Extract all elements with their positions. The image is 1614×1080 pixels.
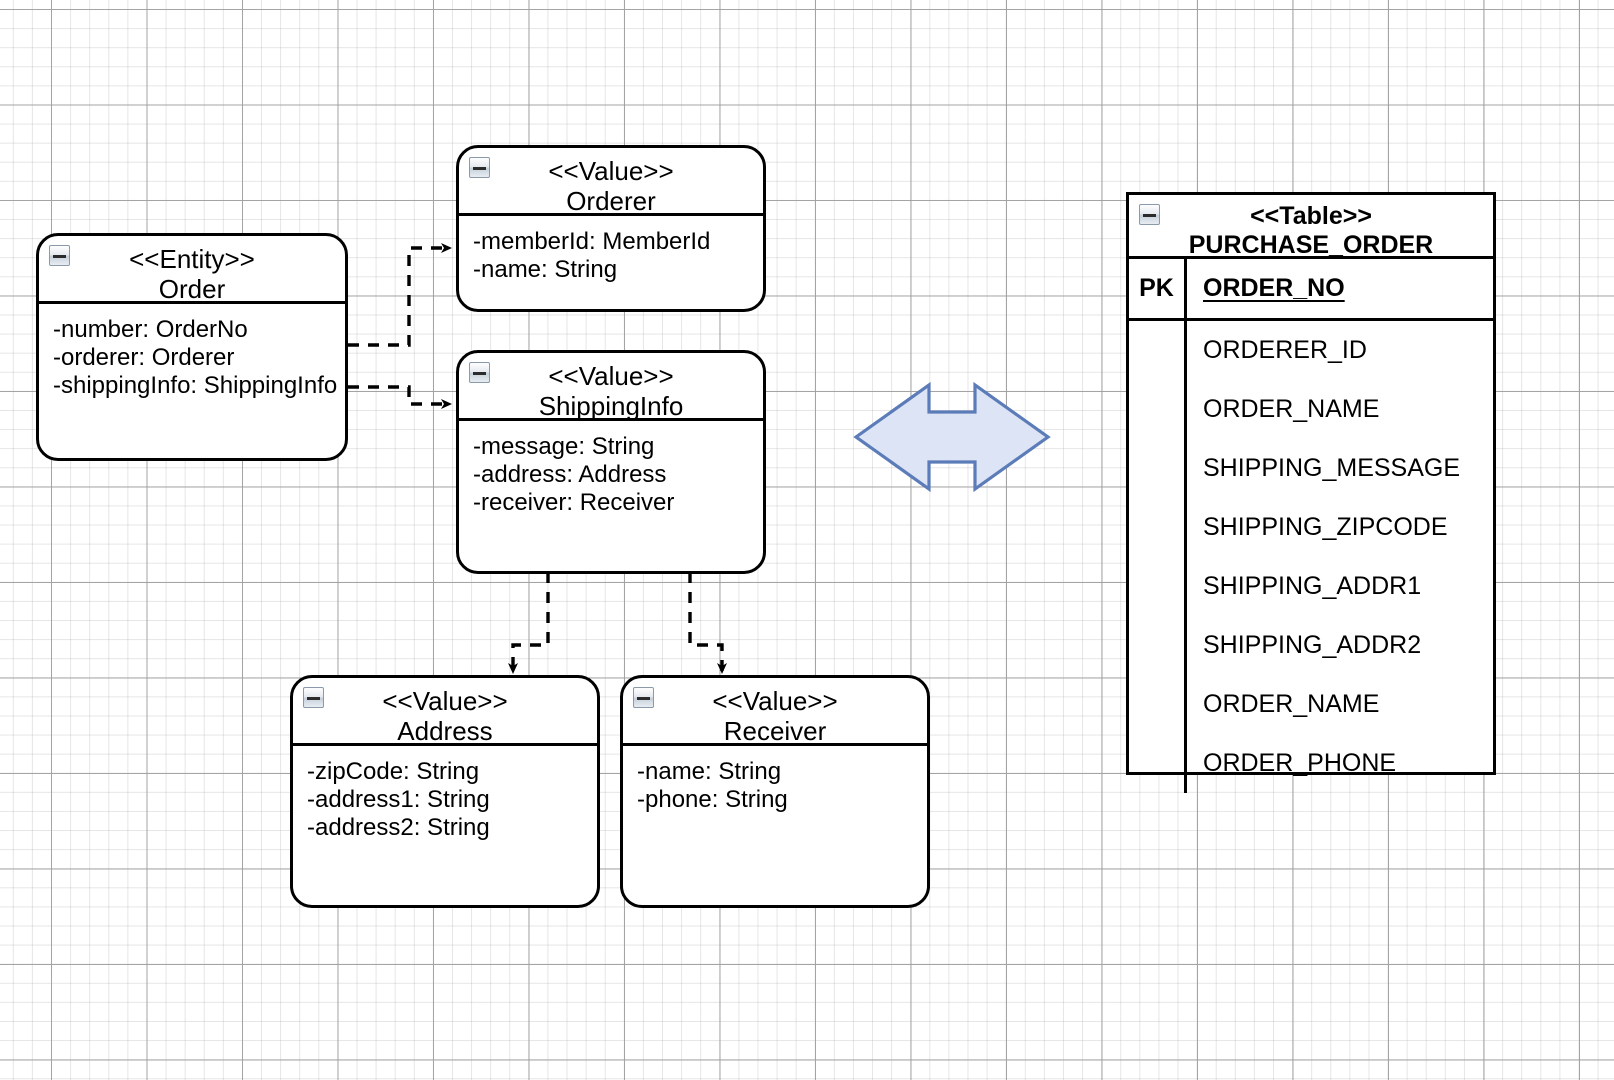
minus-icon[interactable] bbox=[469, 362, 490, 383]
erd-column-name: SHIPPING_ADDR1 bbox=[1203, 572, 1422, 600]
erd-table-row[interactable]: ORDER_NAME bbox=[1129, 380, 1493, 439]
uml-class-orderer-name: Orderer bbox=[566, 186, 656, 217]
erd-column-name: SHIPPING_ADDR2 bbox=[1203, 631, 1422, 659]
uml-class-receiver-name: Receiver bbox=[723, 716, 827, 747]
erd-key-label bbox=[1129, 380, 1187, 439]
erd-key-label bbox=[1129, 321, 1187, 380]
erd-column-name: SHIPPING_MESSAGE bbox=[1203, 454, 1461, 482]
uml-class-shippinginfo-attributes: -message: String -address: Address -rece… bbox=[459, 421, 763, 517]
erd-table-row[interactable]: SHIPPING_ZIPCODE bbox=[1129, 498, 1493, 557]
uml-attribute: -number: OrderNo bbox=[53, 316, 248, 343]
uml-class-orderer-header: <<Value>> Orderer bbox=[459, 148, 763, 216]
uml-attribute: -receiver: Receiver bbox=[473, 489, 675, 517]
erd-column-name: ORDER_NAME bbox=[1203, 690, 1380, 718]
uml-attribute: -memberId: MemberId bbox=[473, 228, 711, 255]
uml-class-orderer-stereotype: <<Value>> bbox=[548, 156, 674, 186]
erd-table-header: <<Table>> PURCHASE_ORDER bbox=[1129, 195, 1493, 259]
uml-class-receiver-stereotype: <<Value>> bbox=[712, 686, 838, 716]
erd-column-name: ORDER_NAME bbox=[1203, 395, 1380, 423]
erd-key-label bbox=[1129, 557, 1187, 616]
uml-class-order-name: Order bbox=[158, 274, 226, 305]
minus-icon[interactable] bbox=[49, 245, 70, 266]
double-headed-arrow-icon bbox=[853, 381, 1051, 493]
erd-key-label bbox=[1129, 734, 1187, 793]
uml-class-address-attributes: -zipCode: String -address1: String -addr… bbox=[293, 746, 597, 842]
uml-attribute: -name: String bbox=[473, 256, 618, 284]
uml-attribute: -zipCode: String bbox=[307, 758, 480, 785]
erd-table-row[interactable]: ORDERER_ID bbox=[1129, 321, 1493, 380]
erd-column-name: SHIPPING_ZIPCODE bbox=[1203, 513, 1448, 541]
minus-icon[interactable] bbox=[633, 687, 654, 708]
uml-class-address[interactable]: <<Value>> Address -zipCode: String -addr… bbox=[290, 675, 600, 908]
erd-key-label bbox=[1129, 439, 1187, 498]
connector-shippinginfo-to-address bbox=[508, 572, 550, 674]
uml-class-shippinginfo[interactable]: <<Value>> ShippingInfo -message: String … bbox=[456, 350, 766, 574]
connector-order-to-orderer bbox=[348, 243, 452, 347]
uml-attribute: -name: String bbox=[637, 758, 782, 785]
erd-table-row[interactable]: SHIPPING_MESSAGE bbox=[1129, 439, 1493, 498]
uml-attribute: -address1: String bbox=[307, 786, 490, 814]
uml-attribute: -orderer: Orderer bbox=[53, 344, 235, 372]
erd-key-label bbox=[1129, 675, 1187, 734]
uml-class-order-attributes: -number: OrderNo -orderer: Orderer -ship… bbox=[39, 304, 345, 400]
erd-table-purchase-order[interactable]: <<Table>> PURCHASE_ORDER PK ORDER_NO ORD… bbox=[1126, 192, 1496, 793]
erd-key-label: PK bbox=[1129, 259, 1187, 318]
uml-class-address-name: Address bbox=[397, 716, 493, 747]
uml-class-receiver-header: <<Value>> Receiver bbox=[623, 678, 927, 746]
uml-class-address-header: <<Value>> Address bbox=[293, 678, 597, 746]
erd-table-row[interactable]: ORDER_NAME bbox=[1129, 675, 1493, 734]
minus-icon[interactable] bbox=[303, 687, 324, 708]
uml-class-order-header: <<Entity>> Order bbox=[39, 236, 345, 304]
connector-order-to-shippinginfo bbox=[348, 385, 452, 409]
erd-key-label bbox=[1129, 498, 1187, 557]
uml-attribute: -message: String bbox=[473, 433, 655, 460]
erd-table-row[interactable]: SHIPPING_ADDR2 bbox=[1129, 616, 1493, 675]
uml-class-orderer[interactable]: <<Value>> Orderer -memberId: MemberId -n… bbox=[456, 145, 766, 312]
erd-key-label bbox=[1129, 616, 1187, 675]
erd-table-stereotype: <<Table>> bbox=[1250, 202, 1372, 230]
minus-icon[interactable] bbox=[1139, 204, 1160, 225]
uml-class-receiver[interactable]: <<Value>> Receiver -name: String -phone:… bbox=[620, 675, 930, 908]
uml-class-receiver-attributes: -name: String -phone: String bbox=[623, 746, 927, 814]
uml-attribute: -phone: String bbox=[637, 786, 788, 814]
uml-class-shippinginfo-stereotype: <<Value>> bbox=[548, 361, 674, 391]
uml-class-shippinginfo-header: <<Value>> ShippingInfo bbox=[459, 353, 763, 421]
erd-table-name: PURCHASE_ORDER bbox=[1188, 230, 1434, 259]
erd-column-name: ORDERER_ID bbox=[1203, 336, 1367, 364]
erd-table-row-pk[interactable]: PK ORDER_NO bbox=[1129, 259, 1493, 321]
erd-column-name: ORDER_NO bbox=[1203, 274, 1345, 302]
connector-shippinginfo-to-receiver bbox=[688, 572, 727, 674]
uml-class-orderer-attributes: -memberId: MemberId -name: String bbox=[459, 216, 763, 284]
erd-table-row[interactable]: ORDER_PHONE bbox=[1129, 734, 1493, 793]
uml-class-address-stereotype: <<Value>> bbox=[382, 686, 508, 716]
erd-column-name: ORDER_PHONE bbox=[1203, 749, 1397, 777]
uml-class-order-stereotype: <<Entity>> bbox=[129, 244, 255, 274]
uml-attribute: -shippingInfo: ShippingInfo bbox=[53, 372, 338, 400]
uml-attribute: -address: Address bbox=[473, 461, 667, 489]
erd-table-row[interactable]: SHIPPING_ADDR1 bbox=[1129, 557, 1493, 616]
minus-icon[interactable] bbox=[469, 157, 490, 178]
uml-class-order[interactable]: <<Entity>> Order -number: OrderNo -order… bbox=[36, 233, 348, 461]
uml-attribute: -address2: String bbox=[307, 814, 490, 842]
uml-class-shippinginfo-name: ShippingInfo bbox=[538, 391, 684, 422]
